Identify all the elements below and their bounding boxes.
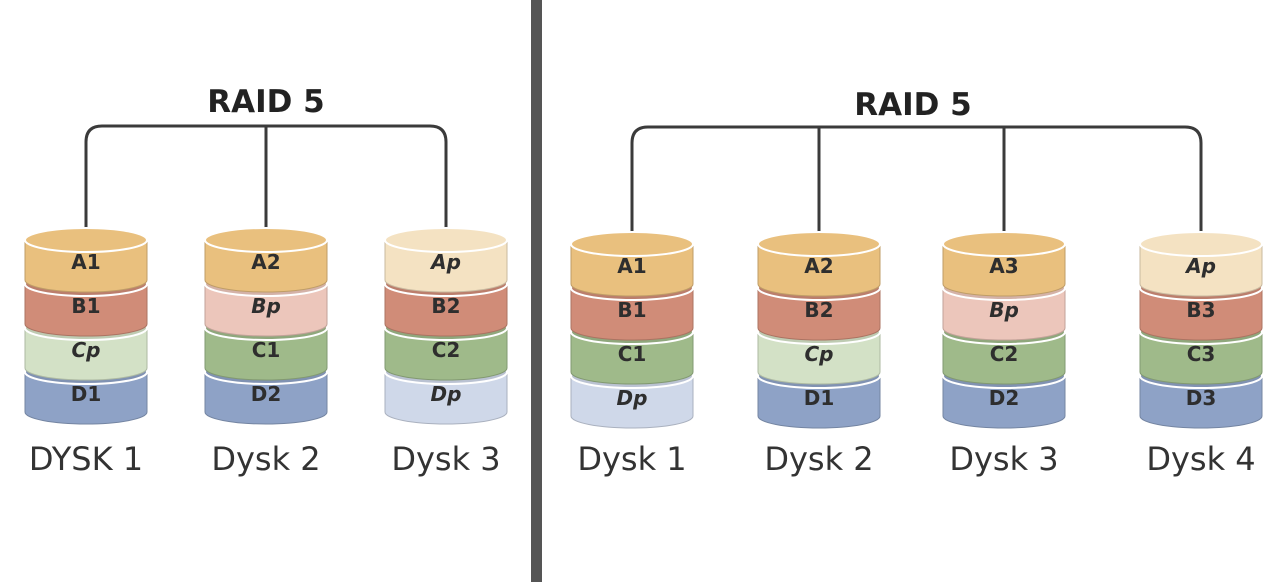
block-body xyxy=(570,375,694,429)
block-label: B3 xyxy=(1186,298,1215,322)
block-body xyxy=(24,239,148,293)
disk-label: Dysk 2 xyxy=(764,440,873,478)
block-label: Ap xyxy=(429,250,461,274)
block-top xyxy=(24,227,148,253)
block-body xyxy=(1139,243,1263,297)
stripe-block: A3 xyxy=(942,231,1066,297)
block-body xyxy=(570,287,694,341)
stripe-block: A1 xyxy=(24,227,148,293)
block-label: D3 xyxy=(1186,386,1217,410)
panel-divider xyxy=(531,0,542,582)
block-label: D1 xyxy=(804,386,835,410)
block-label: D2 xyxy=(251,382,282,406)
stripe-block: B2 xyxy=(757,275,881,341)
block-body xyxy=(1139,331,1263,385)
block-body xyxy=(204,239,328,293)
block-body xyxy=(384,239,508,293)
block-label: C2 xyxy=(432,338,461,362)
block-label: Cp xyxy=(805,342,834,366)
block-label: Ap xyxy=(1184,254,1216,278)
block-label: C2 xyxy=(990,342,1019,366)
block-body xyxy=(757,331,881,385)
block-label: Cp xyxy=(72,338,101,362)
block-body xyxy=(570,243,694,297)
block-body xyxy=(204,371,328,425)
block-body xyxy=(204,327,328,381)
block-top xyxy=(1139,231,1263,257)
block-top xyxy=(757,231,881,257)
stripe-block: Ap xyxy=(384,227,508,293)
block-top xyxy=(384,227,508,253)
block-label: Dp xyxy=(617,386,648,410)
left-raid-title: RAID 5 xyxy=(207,84,325,120)
block-body xyxy=(384,371,508,425)
disk-label: Dysk 3 xyxy=(949,440,1058,478)
block-label: A1 xyxy=(71,250,100,274)
block-body xyxy=(24,327,148,381)
stripe-block: Ap xyxy=(1139,231,1263,297)
block-label: A2 xyxy=(251,250,280,274)
block-body xyxy=(942,287,1066,341)
block-label: Bp xyxy=(251,294,281,318)
right-raid-bus-line xyxy=(630,125,1203,252)
right-raid-title: RAID 5 xyxy=(854,87,972,123)
block-body xyxy=(942,331,1066,385)
disk-label: Dysk 3 xyxy=(391,440,500,478)
block-body xyxy=(570,331,694,385)
block-body xyxy=(24,371,148,425)
block-body xyxy=(1139,287,1263,341)
block-body xyxy=(24,283,148,337)
block-label: Dp xyxy=(431,382,462,406)
block-label: C1 xyxy=(252,338,281,362)
block-body xyxy=(757,243,881,297)
disk-label: DYSK 1 xyxy=(29,440,143,478)
stripe-block: A2 xyxy=(204,227,328,293)
block-label: C3 xyxy=(1187,342,1216,366)
block-top xyxy=(204,227,328,253)
block-label: A2 xyxy=(804,254,833,278)
disk-label: Dysk 2 xyxy=(211,440,320,478)
block-label: B1 xyxy=(71,294,100,318)
disk-label: Dysk 1 xyxy=(577,440,686,478)
block-body xyxy=(384,327,508,381)
block-body xyxy=(1139,375,1263,429)
block-label: A3 xyxy=(989,254,1018,278)
block-body xyxy=(757,375,881,429)
block-top xyxy=(942,231,1066,257)
block-label: D1 xyxy=(71,382,102,406)
block-label: B2 xyxy=(431,294,460,318)
block-label: B2 xyxy=(804,298,833,322)
block-body xyxy=(942,375,1066,429)
block-body xyxy=(204,283,328,337)
disk-label: Dysk 4 xyxy=(1146,440,1255,478)
block-label: A1 xyxy=(617,254,646,278)
stripe-block: A1 xyxy=(570,231,694,297)
stripe-block: A2 xyxy=(757,231,881,297)
block-label: Bp xyxy=(989,298,1019,322)
block-body xyxy=(757,287,881,341)
block-top xyxy=(570,231,694,257)
block-body xyxy=(942,243,1066,297)
block-label: C1 xyxy=(618,342,647,366)
block-label: B1 xyxy=(617,298,646,322)
block-label: D2 xyxy=(989,386,1020,410)
block-body xyxy=(384,283,508,337)
